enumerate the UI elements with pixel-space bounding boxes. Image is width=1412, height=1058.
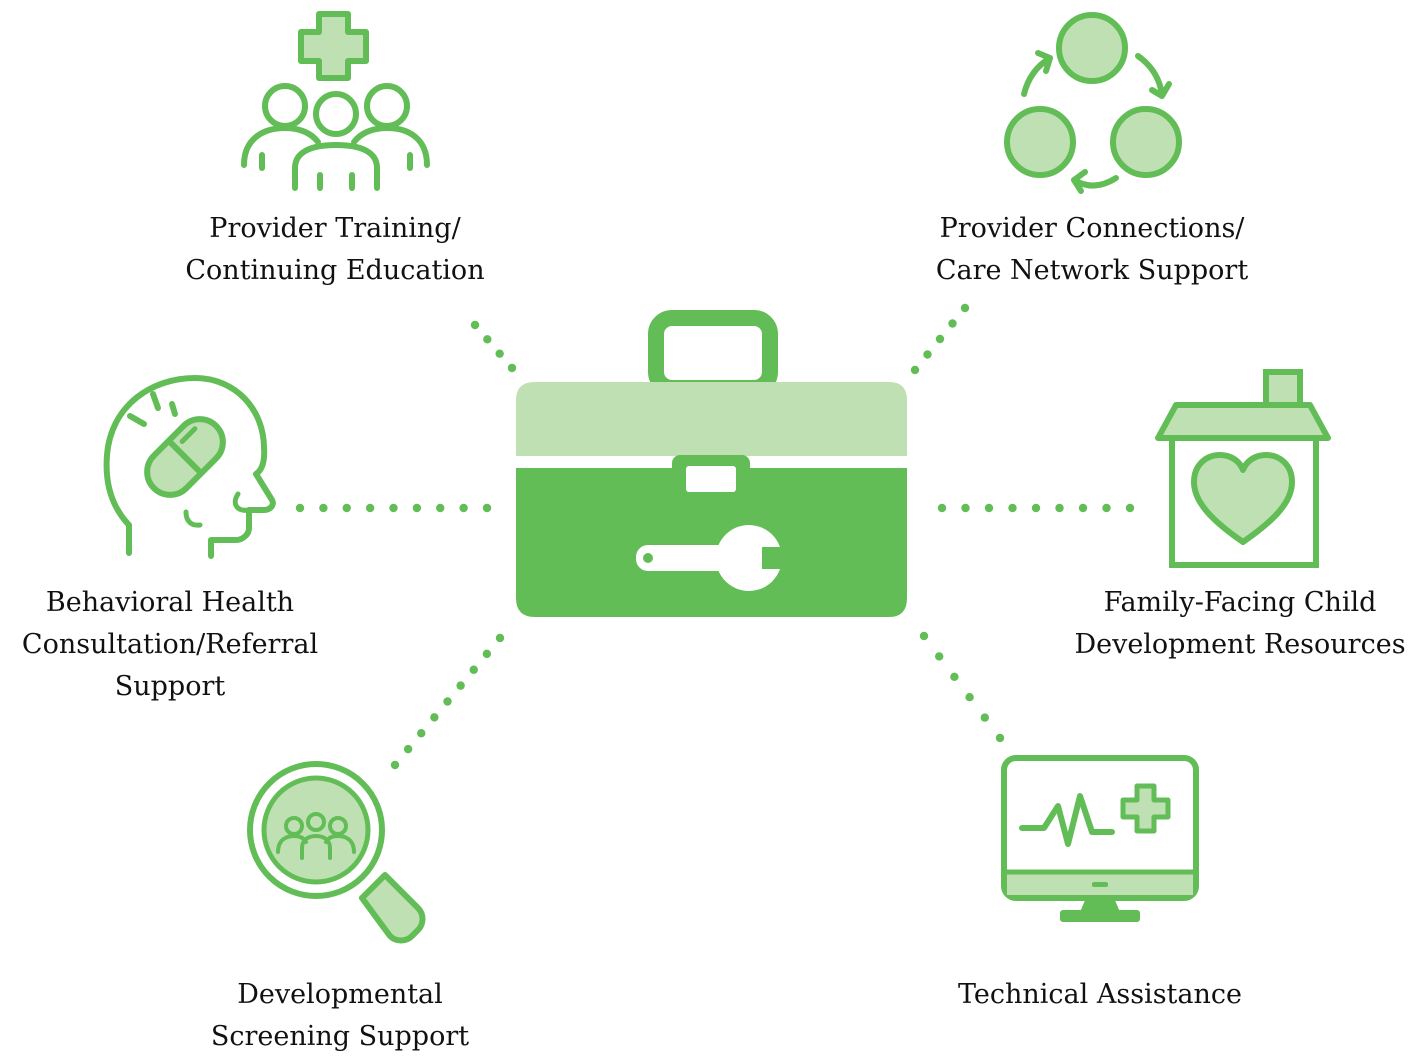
- label-line: Provider Connections/: [939, 213, 1245, 244]
- connector-dot: [1102, 503, 1111, 513]
- connector-dot: [935, 334, 945, 344]
- label-line: Development Resources: [1074, 629, 1406, 660]
- connector-dot: [948, 319, 957, 328]
- connector-dot: [417, 729, 426, 738]
- node-label-behavioral: Behavioral Health Consultation/Referral …: [0, 582, 340, 708]
- connector-dot: [443, 697, 452, 706]
- connector-dot: [984, 503, 994, 513]
- connector-dot: [910, 365, 920, 375]
- connector-dot: [1008, 503, 1017, 513]
- connector-dot: [935, 652, 944, 661]
- toolbox-icon: [516, 310, 907, 617]
- label-line: Consultation/Referral: [21, 629, 319, 660]
- label-line: Behavioral Health: [45, 587, 295, 618]
- provider-group-plus-icon: [241, 11, 430, 191]
- connectors: [295, 303, 1135, 770]
- connector-dot: [430, 713, 439, 722]
- cycle-network-icon: [1004, 12, 1182, 194]
- label-line: Family-Facing Child: [1103, 587, 1377, 618]
- wrench-icon: [636, 525, 780, 591]
- connector-dot: [961, 503, 970, 513]
- connector-dot: [919, 631, 929, 641]
- connector-dot: [459, 503, 468, 513]
- connector-dot: [390, 760, 400, 770]
- connector-dot: [1125, 503, 1135, 513]
- label-line: Care Network Support: [935, 255, 1249, 286]
- connector-dot: [342, 503, 351, 513]
- connector-dot: [980, 713, 989, 722]
- connector-dot: [960, 303, 970, 313]
- connector-dot: [495, 633, 505, 643]
- connector-dot: [436, 503, 445, 513]
- label-line: Screening Support: [210, 1021, 470, 1052]
- monitor-health-icon: [1001, 755, 1199, 922]
- connector-dot: [950, 672, 959, 681]
- node-label-training: Provider Training/ Continuing Education: [135, 208, 535, 292]
- connector-dot: [1055, 503, 1064, 513]
- connector-dot: [483, 335, 492, 344]
- connector-dot: [482, 649, 492, 659]
- head-pill-icon: [103, 375, 276, 559]
- connector-dot: [495, 349, 504, 358]
- label-line: Provider Training/: [209, 213, 461, 244]
- connector-dot: [507, 363, 517, 373]
- label-line: Developmental: [237, 979, 443, 1010]
- node-label-screening: Developmental Screening Support: [140, 974, 540, 1058]
- connector-dot: [389, 503, 398, 513]
- connector-dot: [403, 744, 413, 754]
- connector-dot: [923, 350, 932, 359]
- connector-dot: [469, 665, 478, 674]
- connector-dot: [470, 320, 480, 330]
- connector-dot: [295, 503, 305, 513]
- connector-dot: [412, 503, 422, 513]
- magnifier-people-icon: [247, 761, 426, 944]
- connector-dot: [319, 503, 328, 513]
- node-label-technical: Technical Assistance: [900, 974, 1300, 1016]
- connector-dot: [482, 503, 492, 513]
- connector-dot: [965, 693, 974, 702]
- connector-dot: [1031, 503, 1041, 513]
- house-heart-icon: [1155, 369, 1331, 568]
- connector-dot: [937, 503, 947, 513]
- node-label-connections: Provider Connections/ Care Network Suppo…: [892, 208, 1292, 292]
- connector-dot: [995, 733, 1005, 743]
- label-line: Continuing Education: [185, 255, 485, 286]
- node-label-family: Family-Facing Child Development Resource…: [1070, 582, 1410, 666]
- label-line: Technical Assistance: [957, 979, 1242, 1010]
- connector-dot: [365, 503, 375, 513]
- connector-dot: [456, 681, 465, 690]
- label-line: Support: [114, 671, 226, 702]
- connector-dot: [1078, 503, 1088, 513]
